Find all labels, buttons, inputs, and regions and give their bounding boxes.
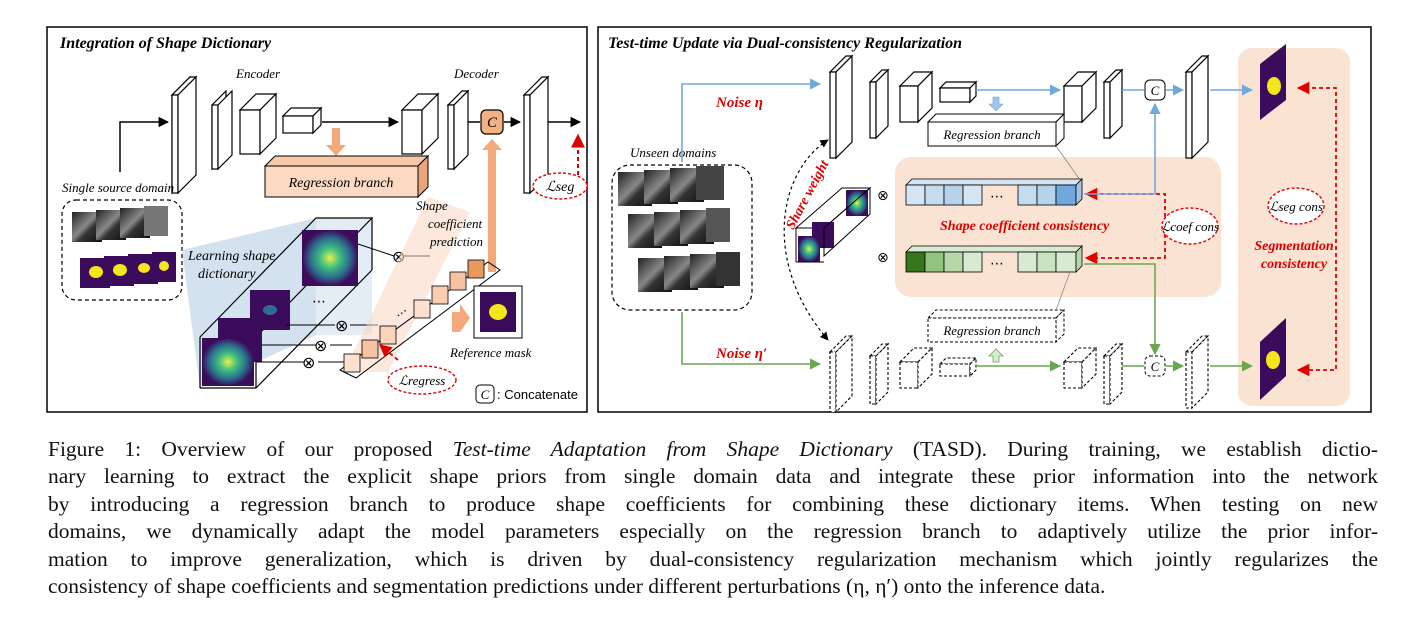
- shape-coef-2: coefficient: [428, 216, 483, 231]
- seg-cons-loss-label: ℒseg cons: [1269, 199, 1323, 214]
- caption-line-6: consistency of shape coefficients and se…: [48, 574, 1106, 599]
- shape-coef-1: Shape: [416, 198, 448, 213]
- bottom-regression-label: Regression branch: [942, 323, 1040, 338]
- regression-branch-block: [263, 154, 430, 199]
- coef-loss-label: ℒcoef cons: [1161, 219, 1219, 234]
- top-down-arrow: [988, 96, 1004, 112]
- otimes-bottom: ⊗: [877, 250, 889, 266]
- dictionary-atoms: [202, 230, 358, 386]
- bottom-regression-branch: [927, 317, 1057, 343]
- top-concat-box: [1144, 79, 1166, 101]
- coef-loss-ellipse: [1161, 207, 1219, 245]
- seg-loss-label: ℒseg: [546, 180, 575, 195]
- share-weight-curve: [783, 139, 829, 341]
- coef-consistency-label: Shape coefficient consistency: [940, 219, 1110, 234]
- input-arrow: [119, 116, 170, 172]
- noise-top-arrow: [681, 78, 822, 162]
- shape-coef-3: prediction: [429, 234, 483, 249]
- coef-shading: [344, 197, 470, 372]
- encoder-label: Encoder: [235, 66, 281, 81]
- legend-c-box: [475, 384, 495, 404]
- learning-label-1: Learning shape: [187, 249, 276, 264]
- otimes-2: ⊗: [335, 316, 348, 335]
- seg-cons-loss-ellipse: [1267, 187, 1325, 225]
- seg-consistency-label-1: Segmentation: [1254, 239, 1334, 254]
- down-orange-arrow: [326, 128, 346, 156]
- top-network: [828, 54, 1210, 160]
- decoder-blocks: [400, 75, 550, 195]
- regress-loss-ellipse: [387, 365, 457, 395]
- bottom-concat-box: [1144, 355, 1166, 377]
- concat-symbol: C: [487, 115, 498, 131]
- coef-vector-green: [905, 245, 1083, 273]
- otimes-4: ⊗: [302, 353, 315, 372]
- seg-consistency-arrows: [1296, 81, 1337, 377]
- otimes-3: ⊗: [314, 336, 327, 355]
- caption-line-2: nary learning to extract the explicit sh…: [48, 464, 1378, 489]
- learning-label-2: dictionary: [198, 267, 256, 282]
- otimes-top: ⊗: [877, 188, 889, 204]
- unseen-domains-label: Unseen domains: [630, 145, 716, 160]
- coef-vector-blue: [905, 178, 1083, 206]
- coef-green-ellipsis: ⋯: [990, 256, 1004, 272]
- seg-loss-ellipse: [532, 172, 588, 200]
- source-images: [72, 206, 176, 288]
- noise-bottom-arrow: [681, 312, 822, 370]
- seg-consistency-region: [1238, 48, 1350, 406]
- shared-dictionary: [794, 186, 872, 263]
- legend-c: C: [481, 387, 490, 402]
- top-concat-symbol: C: [1151, 83, 1160, 98]
- caption-line-4: domains, we dynamically adapt the model …: [48, 519, 1378, 544]
- top-regression-branch: [927, 121, 1057, 147]
- up-orange-arrow: [482, 139, 502, 272]
- coef-consistency-arrows: [1084, 187, 1166, 265]
- left-panel-title: Integration of Shape Dictionary: [59, 35, 272, 52]
- right-panel-title: Test-time Update via Dual-consistency Re…: [608, 35, 962, 52]
- regress-loss-label: ℒregress: [399, 373, 446, 388]
- bottom-network: [828, 334, 1210, 414]
- caption-line-1: Figure 1: Overview of our proposed Test-…: [48, 437, 1378, 461]
- coef-blue-ellipsis: ⋯: [990, 189, 1004, 205]
- reference-mask-label: Reference mask: [449, 345, 532, 360]
- source-domain-label: Single source domain: [62, 180, 174, 195]
- to-mask-arrow: [452, 304, 470, 332]
- concat-box: [480, 109, 504, 135]
- figure-diagram: Integration of Shape Dictionary Encoder …: [46, 26, 1372, 414]
- encoder-blocks: [170, 75, 323, 195]
- unseen-images: [618, 166, 740, 292]
- dictionary-ellipsis: ⋯: [312, 294, 326, 310]
- regression-branch-label: Regression branch: [288, 176, 394, 191]
- legend-text: : Concatenate: [497, 387, 578, 402]
- noise-top-label: Noise η: [715, 95, 763, 111]
- top-regression-label: Regression branch: [942, 127, 1040, 142]
- regress-loss-arrow: [379, 344, 399, 361]
- coef-vector-cubes: [343, 259, 485, 373]
- bottom-up-arrow: [988, 348, 1004, 363]
- noise-bottom-label: Noise η′: [715, 346, 767, 362]
- bottom-concat-symbol: C: [1151, 359, 1160, 374]
- caption-line-3: by introducing a regression branch to pr…: [48, 491, 1378, 516]
- decoder-label: Decoder: [453, 66, 500, 81]
- seg-consistency-label-2: consistency: [1261, 257, 1328, 272]
- caption-line-5: mation to improve generalization, which …: [48, 546, 1378, 571]
- figure-caption: Figure 1: Overview of our proposed Test-…: [48, 436, 1378, 600]
